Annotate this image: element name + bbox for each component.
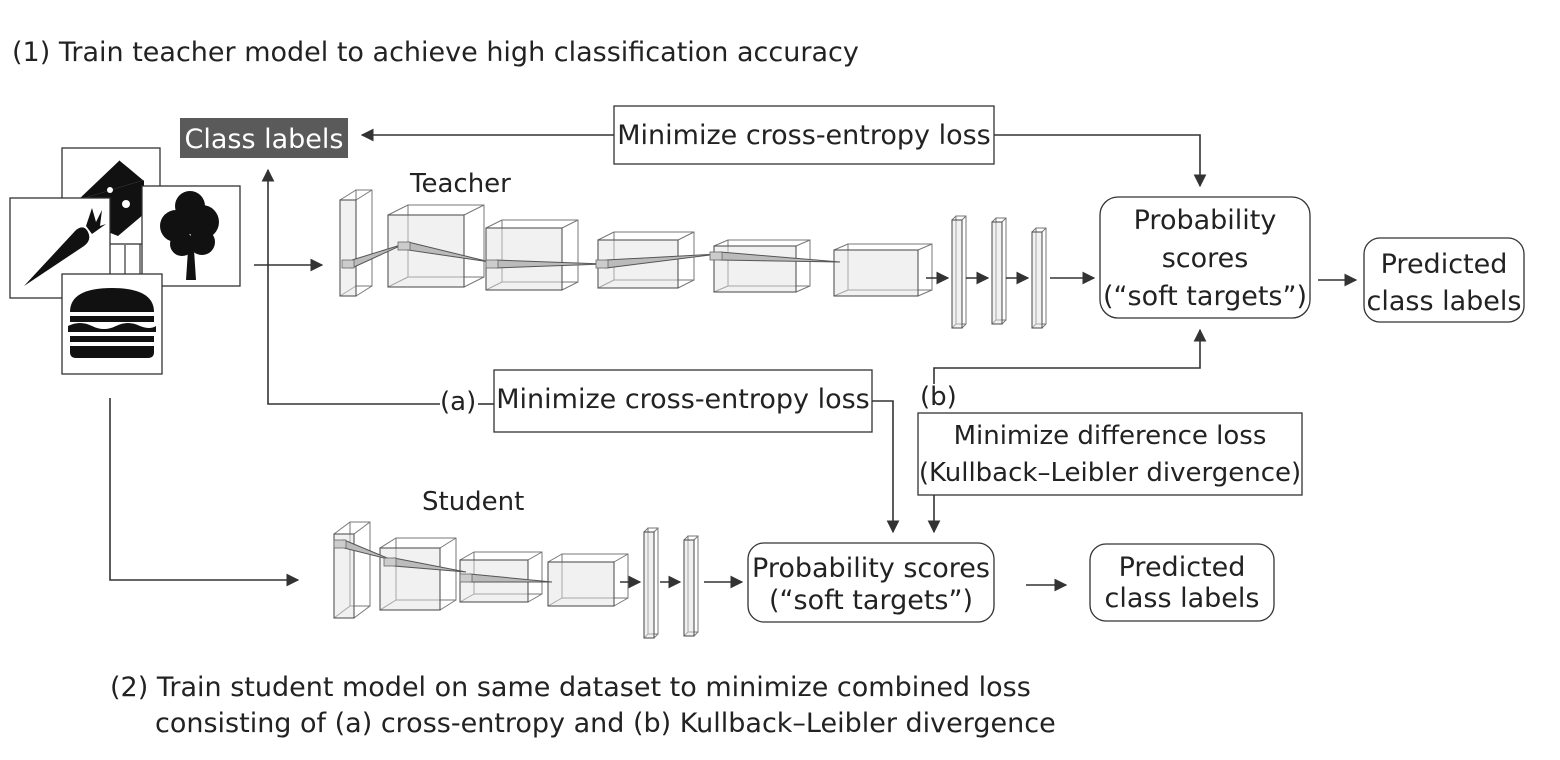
arrow-b-to-teacher-prob bbox=[933, 328, 1207, 384]
arrow-loss-to-teacher-prob bbox=[994, 134, 1207, 188]
teacher-prob-box: Probability scores (“soft targets”) bbox=[1099, 196, 1311, 319]
student-network bbox=[333, 521, 744, 639]
teacher-loss-box: Minimize cross-entropy loss bbox=[613, 105, 995, 165]
tag-a: (a) bbox=[440, 387, 476, 417]
teacher-loss-text: Minimize cross-entropy loss bbox=[617, 120, 991, 151]
student-layer-input bbox=[333, 521, 371, 619]
student-layer-conv3 bbox=[547, 553, 629, 607]
student-dense-2 bbox=[683, 535, 699, 637]
student-conv-link3 bbox=[459, 573, 553, 583]
student-ce-loss-text: Minimize cross-entropy loss bbox=[496, 384, 870, 415]
teacher-dense-3 bbox=[1031, 227, 1047, 329]
step1-caption: (1) Train teacher model to achieve high … bbox=[12, 37, 859, 68]
tree-icon bbox=[141, 185, 241, 287]
kl-loss-line1: Minimize difference loss bbox=[954, 421, 1267, 451]
teacher-conv-link1 bbox=[341, 243, 405, 269]
student-label: Student bbox=[422, 487, 524, 517]
student-pred-box: Predicted class labels bbox=[1089, 543, 1275, 622]
teacher-dense-2 bbox=[991, 217, 1007, 325]
student-prob-line1: Probability scores bbox=[752, 553, 990, 584]
teacher-conv-link3 bbox=[485, 259, 605, 269]
teacher-conv-link2 bbox=[397, 241, 491, 263]
student-prob-line2: (“soft targets”) bbox=[769, 585, 973, 616]
burger-icon bbox=[61, 273, 163, 375]
teacher-conv-link4 bbox=[595, 253, 719, 269]
step2-caption-line2: consisting of (a) cross-entropy and (b) … bbox=[155, 708, 1056, 739]
student-conv-link2 bbox=[383, 557, 467, 573]
teacher-network bbox=[339, 189, 1096, 329]
student-pred-line1: Predicted bbox=[1119, 552, 1246, 583]
arrow-ce-loss-to-student-prob bbox=[872, 400, 900, 534]
student-dense-1 bbox=[643, 527, 659, 639]
tag-b: (b) bbox=[920, 382, 957, 412]
class-labels-box: Class labels bbox=[180, 118, 348, 158]
step2-caption-line1: (2) Train student model on same dataset … bbox=[110, 672, 1031, 703]
teacher-layer-conv5 bbox=[833, 243, 933, 297]
teacher-prob-line1: Probability bbox=[1134, 205, 1277, 236]
student-prob-box: Probability scores (“soft targets”) bbox=[747, 542, 995, 623]
arrow-data-to-student bbox=[109, 398, 300, 587]
teacher-pred-line2: class labels bbox=[1367, 286, 1522, 317]
teacher-prob-line2: scores bbox=[1162, 243, 1249, 274]
teacher-layer-conv2 bbox=[485, 219, 579, 291]
student-ce-loss-box: Minimize cross-entropy loss bbox=[493, 369, 873, 433]
student-conv-link1 bbox=[333, 539, 393, 561]
dataset-images bbox=[9, 147, 241, 375]
teacher-layer-conv4 bbox=[713, 239, 811, 293]
class-labels-text: Class labels bbox=[185, 124, 344, 155]
teacher-label: Teacher bbox=[409, 169, 511, 199]
teacher-prob-line3: (“soft targets”) bbox=[1103, 281, 1307, 312]
teacher-dense-1 bbox=[951, 215, 967, 329]
kl-loss-box: Minimize difference loss (Kullback–Leibl… bbox=[917, 412, 1303, 496]
teacher-pred-box: Predicted class labels bbox=[1363, 237, 1525, 323]
student-pred-line2: class labels bbox=[1105, 583, 1260, 614]
teacher-layer-input bbox=[339, 189, 373, 297]
kl-loss-line2: (Kullback–Leibler divergence) bbox=[919, 458, 1301, 488]
arrow-a-to-class-labels bbox=[261, 168, 440, 405]
teacher-pred-line1: Predicted bbox=[1381, 249, 1508, 280]
student-layer-conv1 bbox=[379, 537, 457, 611]
teacher-conv-link5 bbox=[709, 251, 841, 263]
